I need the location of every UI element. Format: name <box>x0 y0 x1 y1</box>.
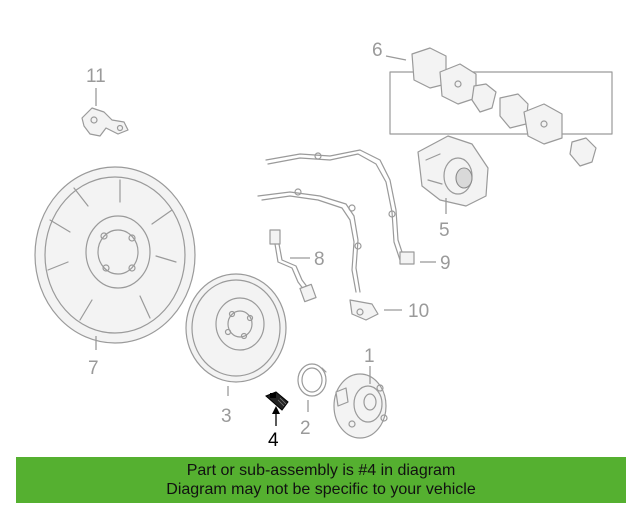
part-1-hub <box>333 373 388 439</box>
callout-5: 5 <box>439 220 450 241</box>
banner-line-1: Part or sub-assembly is #4 in diagram <box>186 462 456 479</box>
part-2-snap-ring <box>297 363 327 397</box>
callout-2: 2 <box>300 418 311 439</box>
part-9-abs-cable <box>265 149 415 265</box>
part-5-caliper <box>417 135 489 207</box>
part-8-brake-hose <box>269 229 317 303</box>
part-4-bolt <box>265 391 289 411</box>
callout-11: 11 <box>86 66 106 87</box>
part-3-brake-rotor <box>185 273 287 383</box>
part-7-backing-plate <box>34 166 196 344</box>
callout-8: 8 <box>314 249 325 270</box>
banner-line-2: Diagram may not be specific to your vehi… <box>166 481 476 498</box>
callout-10: 10 <box>408 301 429 322</box>
callout-9: 9 <box>440 253 451 274</box>
callout-6: 6 <box>372 40 383 61</box>
part-10-speed-sensor <box>257 188 379 321</box>
part-11-bracket <box>81 107 129 137</box>
callout-7: 7 <box>88 358 99 379</box>
info-banner: Part or sub-assembly is #4 in diagram Di… <box>16 457 626 503</box>
leader-6 <box>385 55 407 61</box>
callout-4: 4 <box>268 430 279 451</box>
leader-4-arrowhead <box>272 406 280 414</box>
callout-1: 1 <box>364 346 375 367</box>
callout-3: 3 <box>221 406 232 427</box>
part-6-pad-set <box>389 47 613 167</box>
